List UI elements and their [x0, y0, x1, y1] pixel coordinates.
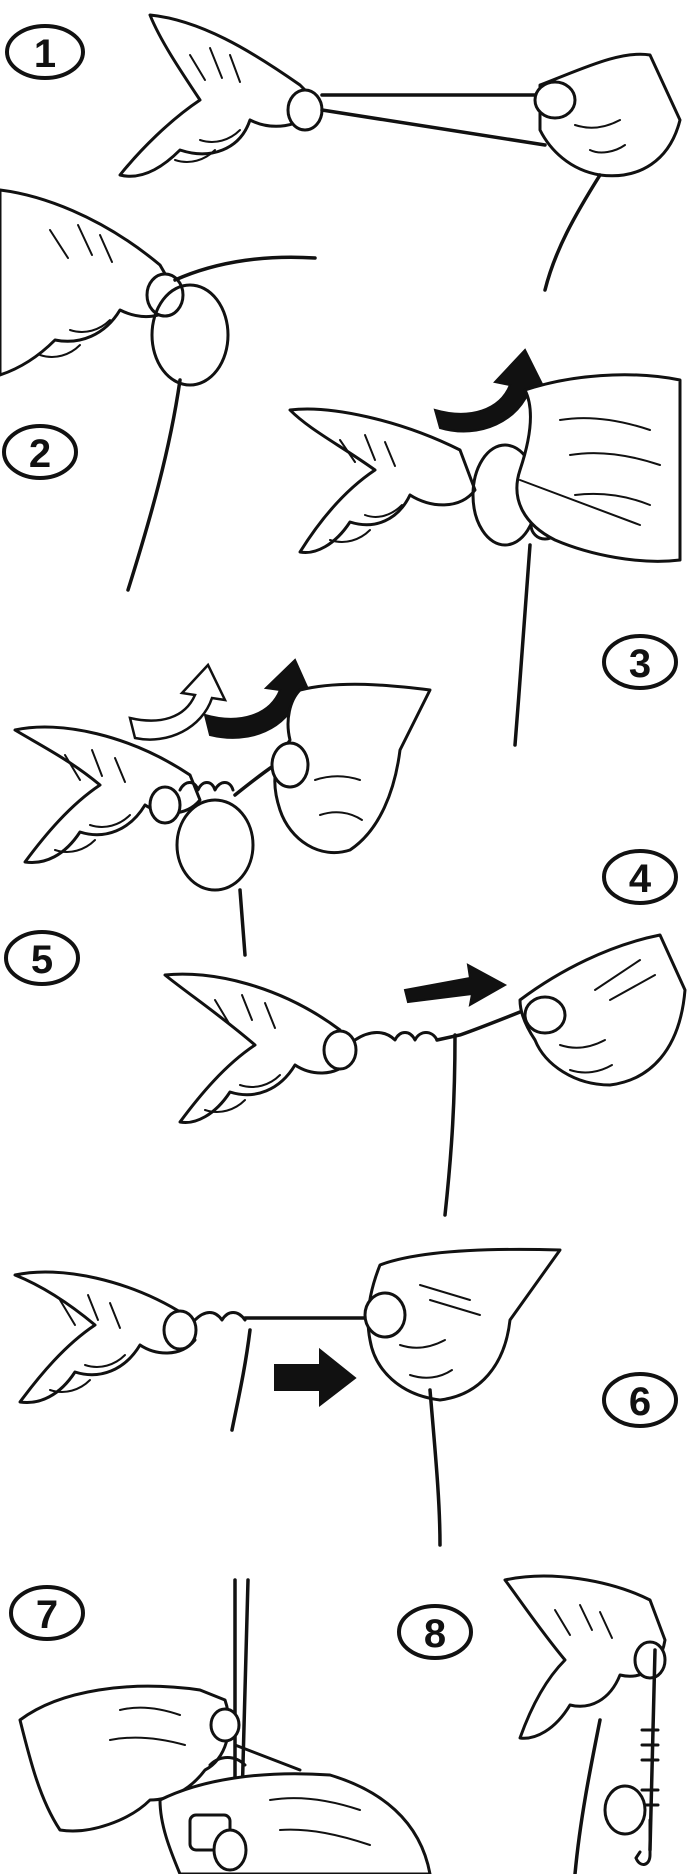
step-7-panel: 7 — [11, 1580, 430, 1874]
right-arrow-icon — [405, 965, 505, 1005]
left-hand-icon — [165, 974, 356, 1122]
knot — [642, 1730, 658, 1760]
left-hand-icon — [15, 1272, 196, 1403]
main-line — [445, 1035, 455, 1215]
main-line — [430, 1390, 440, 1545]
step-2-label: 2 — [4, 426, 76, 478]
right-hand-icon — [517, 375, 680, 562]
step-4-number: 4 — [629, 857, 652, 901]
tag-end-line — [232, 1330, 250, 1430]
step-8-label: 8 — [399, 1606, 471, 1658]
step-6-number: 6 — [629, 1380, 651, 1424]
tag-end-line — [575, 1720, 600, 1874]
fishing-line — [322, 110, 545, 145]
main-line — [515, 545, 530, 745]
holding-hand-icon — [505, 1576, 665, 1738]
line-loop — [177, 800, 253, 890]
step-1-label: 1 — [7, 26, 83, 78]
main-line — [128, 380, 180, 590]
knot — [195, 1313, 245, 1321]
step-7-label: 7 — [11, 1587, 83, 1639]
right-hand-icon — [535, 54, 680, 176]
step-7-number: 7 — [36, 1593, 58, 1637]
step-1-number: 1 — [34, 32, 56, 76]
tag-end-line — [545, 175, 600, 290]
step-3-label: 3 — [604, 636, 676, 688]
step-5-number: 5 — [31, 938, 53, 982]
thumb-icon — [605, 1786, 645, 1834]
right-arrow-icon — [275, 1350, 355, 1405]
line-loop — [152, 285, 228, 385]
left-hand-icon — [120, 15, 322, 176]
left-hand-icon — [0, 190, 183, 375]
step-2-number: 2 — [29, 432, 51, 476]
step-8-number: 8 — [424, 1612, 446, 1656]
fishing-line — [175, 257, 315, 280]
knot — [355, 1033, 437, 1041]
step-4-label: 4 — [604, 851, 676, 903]
step-5-label: 5 — [6, 932, 78, 984]
cutting-hand-icon — [160, 1774, 430, 1874]
step-6-panel: 6 — [15, 1249, 676, 1545]
step-8-panel: 8 — [399, 1576, 665, 1874]
step-2-panel: 2 — [0, 190, 315, 590]
right-hand-icon — [520, 935, 685, 1085]
main-line — [240, 890, 245, 955]
step-5-panel: 5 — [6, 932, 685, 1215]
left-hand-icon — [15, 727, 200, 863]
right-hand-icon — [365, 1249, 560, 1400]
step-4-panel: 4 — [15, 660, 676, 955]
step-3-number: 3 — [629, 642, 651, 686]
step-6-label: 6 — [604, 1374, 676, 1426]
fishing-line — [437, 1010, 525, 1040]
right-hand-icon — [272, 684, 430, 852]
